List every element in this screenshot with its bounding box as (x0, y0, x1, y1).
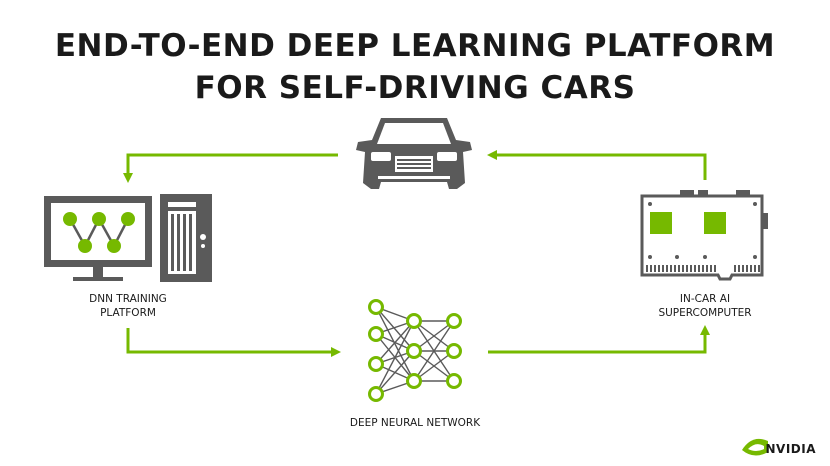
server-tower-icon (160, 194, 212, 282)
nn-edge (413, 350, 455, 382)
connector-pin (654, 265, 656, 272)
brand-name: NVIDIA (765, 442, 816, 456)
nn-node (368, 299, 384, 315)
label-deep-neural-network: DEEP NEURAL NETWORK (349, 417, 481, 429)
nn-edge (375, 306, 415, 382)
arrow-car-to-training (123, 153, 338, 183)
nn-edge (413, 320, 455, 382)
car-front-icon (356, 118, 472, 189)
connector-pin (686, 265, 688, 272)
circuit-board-icon (640, 190, 768, 281)
title-line-1: END-TO-END DEEP LEARNING PLATFORM (54, 28, 776, 64)
nn-node (368, 326, 384, 342)
title-line-2: FOR SELF-DRIVING CARS (194, 70, 636, 106)
connector-pin (698, 265, 700, 272)
nn-edge (375, 320, 415, 365)
nn-node (446, 373, 462, 389)
connector-pin (674, 265, 676, 272)
arrow-incar-to-car (487, 150, 707, 180)
connector-pin (678, 265, 680, 272)
connector-pin (658, 265, 660, 272)
nn-node (368, 356, 384, 372)
connector-pin (666, 265, 668, 272)
label-dnn-training: DNN TRAINING PLATFORM (89, 293, 167, 319)
nn-node (406, 313, 422, 329)
nn-edge (375, 320, 415, 395)
nn-node (368, 386, 384, 402)
connector-pin (754, 265, 756, 272)
arrows (123, 150, 710, 357)
connector-pin (750, 265, 752, 272)
connector-pin (746, 265, 748, 272)
connector-pin (742, 265, 744, 272)
nvidia-logo-mark (742, 438, 768, 456)
label-in-car-ai: IN-CAR AI SUPERCOMPUTER (658, 293, 752, 319)
arrow-network-to-incar (488, 325, 710, 354)
connector-pin (714, 265, 716, 272)
connector-pin (702, 265, 704, 272)
connector-pin (710, 265, 712, 272)
nn-node (406, 343, 422, 359)
connector-pin (758, 265, 760, 272)
nn-edge (413, 320, 455, 352)
connector-pin (690, 265, 692, 272)
connector-pin (706, 265, 708, 272)
neural-network-icon (368, 299, 462, 402)
nn-node (446, 313, 462, 329)
connector-pin (694, 265, 696, 272)
nn-node (406, 373, 422, 389)
nn-node (446, 343, 462, 359)
arrow-training-to-network (126, 328, 341, 357)
connector-pin (646, 265, 648, 272)
connector-pin (670, 265, 672, 272)
connector-pin (662, 265, 664, 272)
monitor-icon (44, 196, 152, 281)
nn-edge (375, 350, 415, 395)
connector-pin (682, 265, 684, 272)
connector-pin (734, 265, 736, 272)
connector-pin (650, 265, 652, 272)
nn-edge (375, 306, 415, 352)
connector-pin (738, 265, 740, 272)
